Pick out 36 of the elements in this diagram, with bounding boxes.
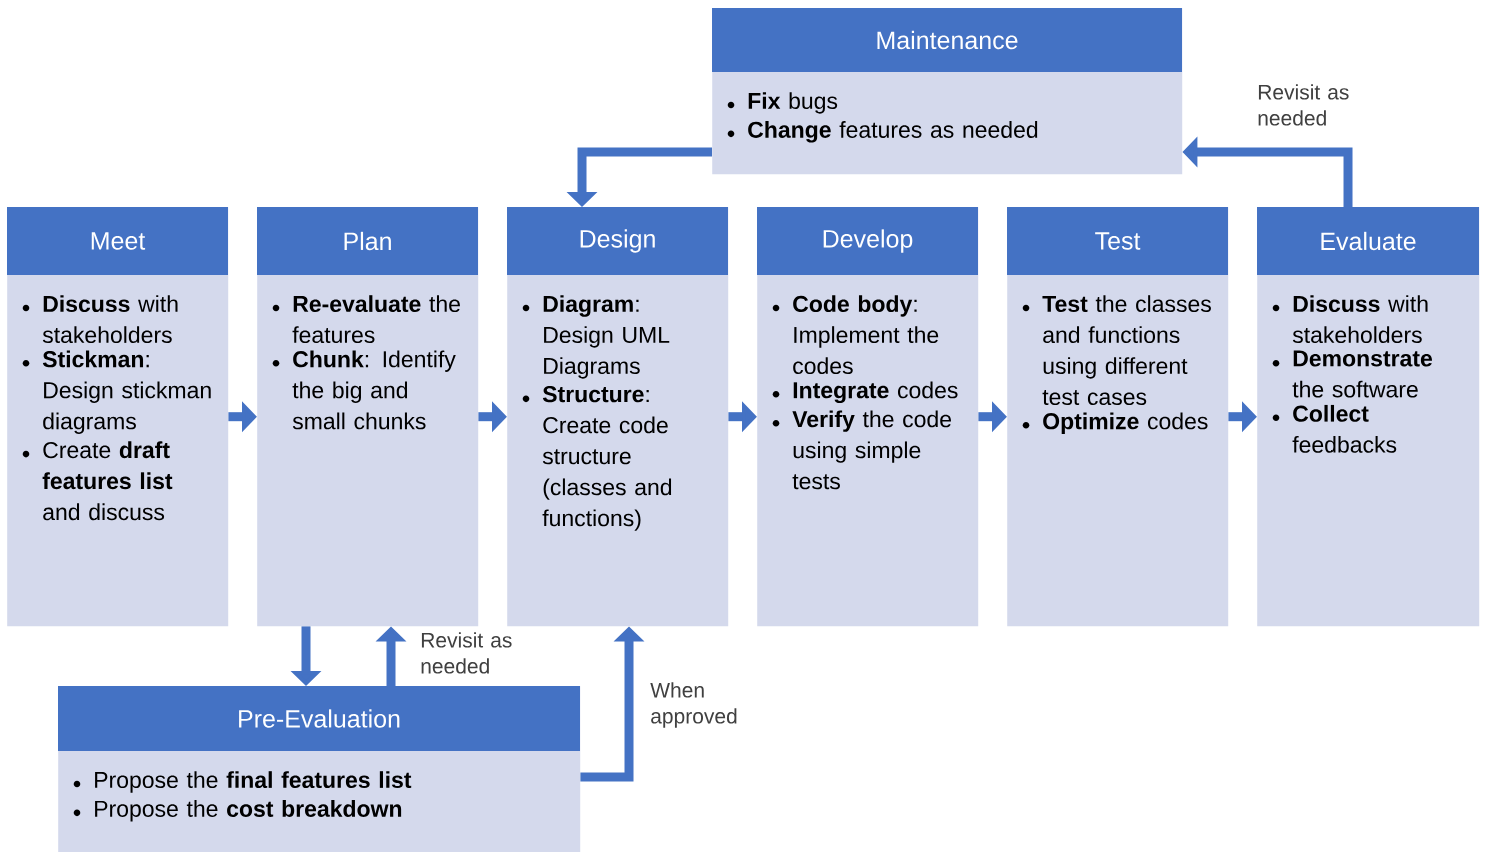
stage-card: [7, 207, 229, 627]
bullet-text: Discuss with stakeholders: [42, 295, 178, 344]
edge-label: When approved: [650, 682, 737, 728]
bullet-text: Discuss with stakeholders: [1292, 295, 1428, 344]
bullet-text: Fix bugs: [748, 92, 838, 114]
bullet-text: Optimize codes: [1043, 412, 1208, 434]
bullet-text: Integrate codes: [793, 381, 958, 404]
bullet-text: Change features as needed: [748, 121, 1038, 143]
stage-card: [1257, 207, 1480, 627]
card-heading: Meet: [91, 232, 146, 250]
card-heading: Design: [580, 229, 655, 253]
bullet-text: Test the classes and functions using different test cases: [1042, 295, 1211, 406]
card-heading: Test: [1095, 232, 1141, 250]
card-heading: Evaluate: [1321, 231, 1416, 251]
bullet-text: Propose the cost breakdown: [95, 800, 402, 822]
bullet-text: Propose the final features list: [95, 771, 412, 793]
bullet-text: Collect feedbacks: [1292, 404, 1397, 453]
card-heading: Develop: [823, 229, 913, 253]
stage-card: [257, 207, 479, 627]
edge-label: Revisit as needed: [421, 632, 512, 674]
card-heading: Maintenance: [877, 30, 1018, 50]
card-heading: Pre-Evaluation: [239, 709, 400, 728]
bullet-text: Verify the code using simple tests: [792, 410, 951, 490]
stage-card: [507, 207, 729, 627]
bullet-text: Re-evaluate the features: [292, 295, 460, 344]
edge-label: Revisit as needed: [1258, 84, 1349, 126]
bullet-text: Create draft features list and discuss: [42, 441, 173, 521]
bullet-text: Demonstrate the software: [1292, 350, 1432, 398]
bullet-text: Chunk: Identify the big and small chunks: [292, 350, 456, 430]
card-heading: Plan: [344, 231, 391, 251]
bullet-text: Structure: Create code structure (classes and functions): [542, 386, 672, 531]
bullet-text: Diagram: Design UML Diagrams: [543, 295, 670, 379]
stage-card: [757, 207, 979, 627]
stage-card: [58, 686, 581, 852]
stage-card: [1007, 207, 1229, 627]
stage-card: [712, 8, 1183, 175]
